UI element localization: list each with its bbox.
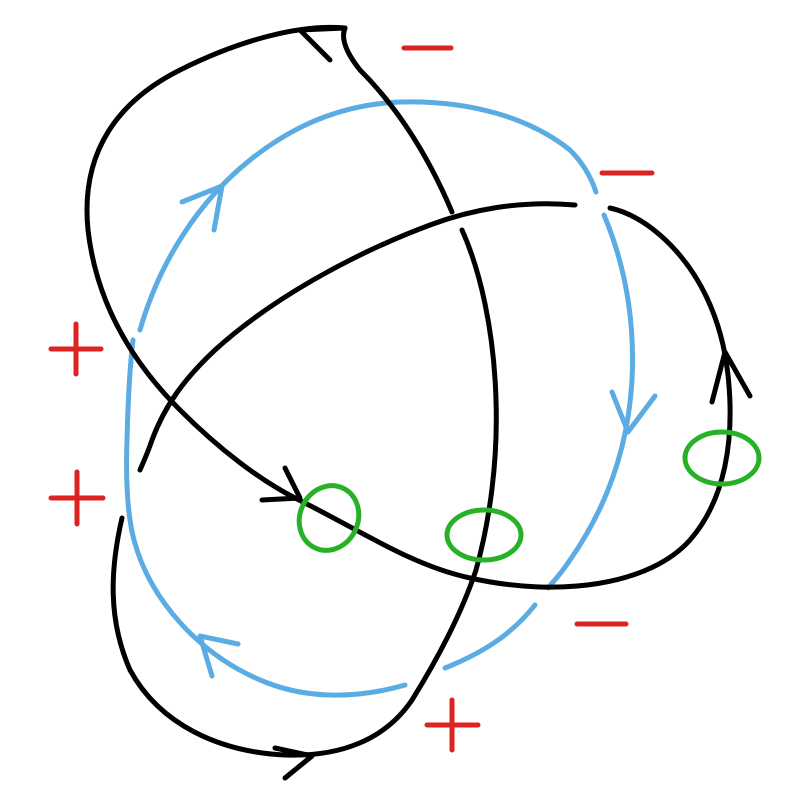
blue-loop-arc-lower-right xyxy=(442,602,538,671)
sign-bottom-plus xyxy=(424,697,481,753)
knot-strand-top-to-center xyxy=(84,24,348,501)
loop-arrows xyxy=(179,183,658,679)
knot-arrow-top xyxy=(297,25,348,63)
knot-strand-bottom-loop xyxy=(110,515,479,758)
meridian-right xyxy=(682,429,762,487)
blue-loop-arc-top xyxy=(137,99,599,333)
blue-loop-arc-bottom xyxy=(124,337,408,698)
sign-left-upper-plus xyxy=(48,321,104,377)
loop-arrow-lower-left xyxy=(197,633,241,679)
knot-strand-right-to-left xyxy=(137,201,578,473)
meridian-left xyxy=(296,483,362,553)
blue-loop-arc-right xyxy=(545,212,635,591)
knot-arrow-center xyxy=(259,465,303,503)
knot-arrows xyxy=(259,25,753,781)
crossing-signs xyxy=(48,45,655,753)
knot-strand-vertical xyxy=(459,227,499,573)
meridians xyxy=(296,429,762,563)
knot-strand-center-to-right xyxy=(292,205,733,590)
knot-arrow-right xyxy=(709,349,753,405)
knot-arrow-bottom xyxy=(272,745,315,781)
sign-left-lower-plus xyxy=(48,469,106,527)
blue-loop xyxy=(124,99,635,698)
loop-arrow-upper-left xyxy=(179,183,225,233)
loop-arrow-right xyxy=(609,389,658,435)
meridian-middle xyxy=(444,507,524,563)
knot-strand-upper xyxy=(341,25,455,215)
black-knot xyxy=(84,24,733,758)
